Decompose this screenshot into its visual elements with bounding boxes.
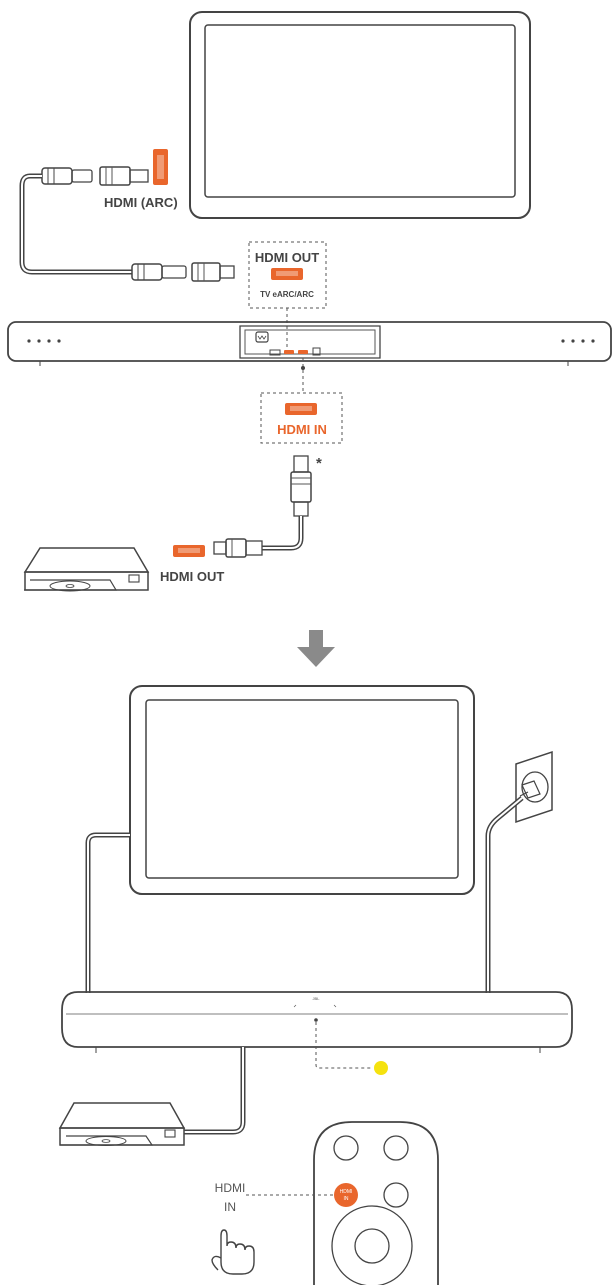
hand-pointer-icon [211, 1229, 255, 1275]
tv-bottom [129, 685, 475, 895]
asterisk-note: * [316, 455, 322, 472]
soundbar-hdmi-out-port-icon [271, 268, 303, 280]
tv-top [189, 11, 531, 219]
remote-control [313, 1121, 439, 1285]
remote-hdmi-label-line2: IN [224, 1200, 236, 1214]
remote-button-3[interactable] [383, 1182, 409, 1208]
soundbar-tv-earc-label: TV eARC/ARC [260, 290, 314, 299]
remote-hdmi-in-button[interactable]: HDMI IN [334, 1183, 358, 1207]
hdmi-plug-vertical-icon [290, 455, 312, 517]
disc-player-bottom [58, 1102, 186, 1146]
player-hdmi-out-label: HDMI OUT [160, 569, 224, 584]
status-light-icon [374, 1061, 388, 1075]
tv-hdmi-arc-port-icon [153, 149, 168, 185]
soundbar-hdmi-in-label: HDMI IN [277, 422, 327, 437]
hdmi-plug-bottom-icon [131, 262, 235, 282]
power-outlet-icon [515, 750, 553, 824]
disc-player-top [23, 547, 150, 592]
remote-button-1[interactable] [333, 1135, 359, 1161]
arrow-down-icon [297, 630, 335, 667]
remote-hdmi-in-button-label-1: HDMI [340, 1189, 353, 1195]
soundbar-hdmi-out-label: HDMI OUT [255, 250, 319, 265]
grille-dots-left [27, 339, 61, 343]
hdmi-plug-top-icon [41, 166, 149, 186]
tv-hdmi-arc-label: HDMI (ARC) [104, 195, 178, 210]
grille-dots-right [561, 339, 595, 343]
soundbar-brand-label: JBL [313, 996, 321, 1001]
player-hdmi-out-port-icon [173, 545, 205, 557]
soundbar-front: JBL [61, 991, 573, 1053]
remote-hdmi-label-line1: HDMI [215, 1181, 246, 1195]
remote-dpad[interactable] [331, 1205, 413, 1285]
remote-button-2[interactable] [383, 1135, 409, 1161]
hdmi-plug-player-icon [213, 538, 263, 558]
soundbar-back [7, 321, 612, 366]
remote-hdmi-in-button-label-2: IN [344, 1196, 349, 1202]
soundbar-hdmi-in-port-icon [285, 403, 317, 415]
remote-ok-button[interactable] [354, 1228, 390, 1264]
